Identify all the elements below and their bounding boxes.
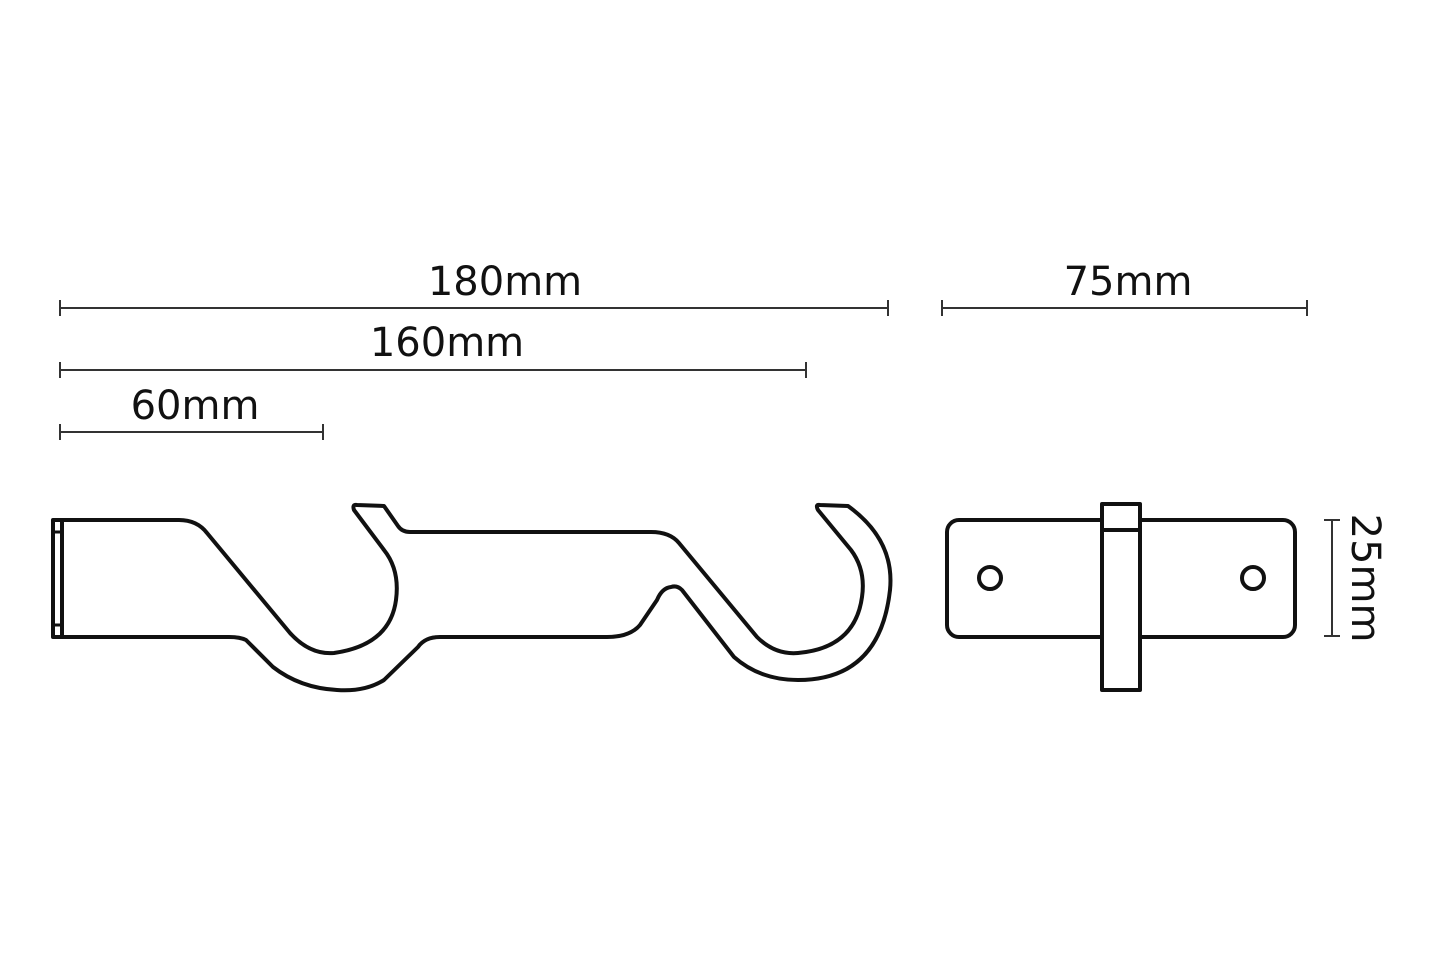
label-25mm: 25mm [1342,514,1388,643]
label-160mm: 160mm [370,320,524,366]
wall-plate-edge [51,518,64,639]
label-60mm: 60mm [131,383,260,429]
dimension-60mm: 60mm [59,383,324,440]
screw-hole-left [977,565,1003,591]
dimension-75mm: 75mm [941,259,1308,316]
dimension-180mm: 180mm [59,259,889,316]
dimension-160mm: 160mm [59,320,807,378]
base-plate-front-view [945,502,1297,692]
label-180mm: 180mm [428,259,582,305]
screw-hole-right [1240,565,1266,591]
bracket-side-view [51,502,893,693]
label-75mm: 75mm [1064,259,1193,305]
bracket-arm-section [1100,502,1142,692]
dimension-25mm: 25mm [1324,514,1388,643]
